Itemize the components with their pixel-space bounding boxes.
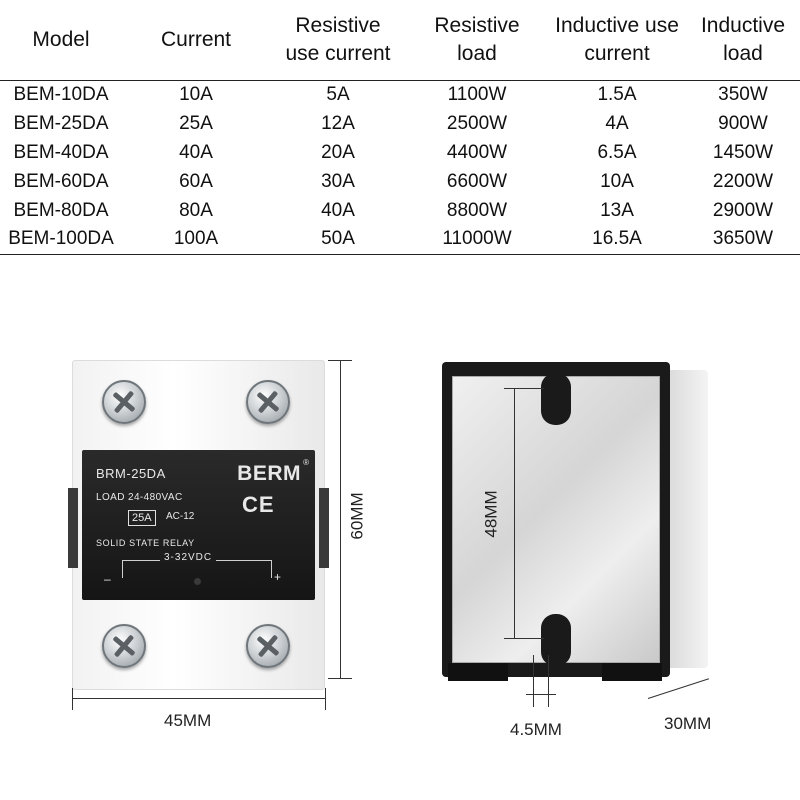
- terminal-screw-icon: [246, 380, 290, 424]
- cell-model: BEM-80DA: [13, 199, 109, 221]
- table-row: BEM-80DA 80A 40A 8800W 13A 2900W: [0, 196, 800, 225]
- cell-inductive-load: 900W: [718, 112, 768, 134]
- dimension-tick: [504, 388, 544, 389]
- cell-inductive-current: 13A: [600, 199, 634, 221]
- cell-resistive-current: 50A: [321, 228, 355, 250]
- mounting-hole-icon: [541, 373, 571, 425]
- relay-sidewall: [664, 370, 708, 668]
- cell-inductive-current: 16.5A: [592, 228, 642, 250]
- cell-current: 80A: [179, 199, 213, 221]
- cell-resistive-load: 6600W: [446, 170, 508, 192]
- header-model: Model: [32, 27, 90, 51]
- cell-resistive-current: 20A: [321, 141, 355, 163]
- indicator-led-icon: [194, 578, 201, 585]
- label-minus: –: [104, 572, 111, 586]
- mounting-tab-left: [68, 488, 78, 568]
- relay-back-view: [442, 362, 708, 681]
- table-row: BEM-10DA 10A 5A 1100W 1.5A 350W: [0, 80, 800, 109]
- cell-inductive-load: 2900W: [712, 199, 774, 221]
- cell-model: BEM-25DA: [13, 112, 109, 134]
- height-dimension: 60MM: [347, 492, 367, 540]
- cell-inductive-current: 4A: [605, 112, 629, 134]
- plate-height-dimension: 48MM: [481, 490, 501, 538]
- cell-inductive-current: 10A: [600, 170, 634, 192]
- cell-resistive-current: 40A: [321, 199, 355, 221]
- cell-current: 100A: [173, 228, 219, 250]
- height-dimension-line: [340, 360, 341, 678]
- cell-model: BEM-60DA: [13, 170, 109, 192]
- label-plus: +: [274, 570, 282, 584]
- hole-dimension-line: [526, 694, 556, 695]
- cell-model: BEM-10DA: [13, 83, 109, 105]
- dimension-tick: [72, 688, 73, 710]
- relay-front-view: BRM-25DA BERM ® LOAD 24-480VAC 25A AC-12…: [68, 360, 329, 690]
- cell-model: BEM-100DA: [8, 228, 114, 250]
- ce-mark-icon: CE: [242, 492, 275, 517]
- cell-inductive-load: 1450W: [712, 141, 774, 163]
- cell-resistive-current: 30A: [321, 170, 355, 192]
- table-row: BEM-40DA 40A 20A 4400W 6.5A 1450W: [0, 138, 800, 167]
- brand-logo: BERM: [237, 462, 301, 485]
- label-model: BRM-25DA: [96, 466, 166, 481]
- label-amps: 25A: [128, 510, 156, 526]
- width-dimension: 45MM: [164, 711, 212, 730]
- plate-height-dimension-line: [514, 388, 515, 638]
- cell-current: 40A: [179, 141, 213, 163]
- cell-resistive-load: 11000W: [442, 228, 512, 250]
- cell-current: 60A: [179, 170, 213, 192]
- mounting-hole-icon: [541, 614, 571, 666]
- dimension-tick: [533, 655, 534, 707]
- heat-sink-plate: [452, 373, 660, 666]
- cell-inductive-load: 350W: [718, 83, 768, 105]
- cell-resistive-current: 12A: [321, 112, 355, 134]
- cell-resistive-load: 1100W: [447, 83, 507, 105]
- table-row: BEM-25DA 25A 12A 2500W 4A 900W: [0, 109, 800, 138]
- table-row: BEM-100DA 100A 50A 11000W 16.5A 3650W: [0, 225, 800, 254]
- relay-foot: [448, 663, 508, 681]
- cell-inductive-load: 3650W: [712, 228, 774, 250]
- label-type: SOLID STATE RELAY: [96, 538, 195, 548]
- dimension-tick: [328, 360, 352, 361]
- hole-dimension: 4.5MM: [510, 720, 562, 739]
- cell-resistive-load: 4400W: [446, 141, 508, 163]
- depth-dimension-line: [647, 678, 710, 699]
- cell-resistive-load: 8800W: [446, 199, 508, 221]
- cell-resistive-load: 2500W: [446, 112, 508, 134]
- label-control-voltage: 3-32VDC: [160, 552, 217, 563]
- cell-inductive-current: 1.5A: [597, 83, 637, 105]
- dimension-tick: [548, 655, 549, 707]
- relay-foot: [602, 663, 662, 681]
- terminal-screw-icon: [246, 624, 290, 668]
- cell-inductive-load: 2200W: [712, 170, 774, 192]
- label-load: LOAD 24-480VAC: [96, 492, 183, 503]
- cell-current: 25A: [179, 112, 213, 134]
- cell-current: 10A: [179, 83, 213, 105]
- dimension-tick: [328, 678, 352, 679]
- mounting-tab-right: [319, 488, 329, 568]
- registered-mark: ®: [303, 458, 309, 467]
- terminal-screw-icon: [102, 380, 146, 424]
- cell-inductive-current: 6.5A: [597, 141, 637, 163]
- label-ac-class: AC-12: [166, 511, 195, 522]
- relay-label: BRM-25DA BERM ® LOAD 24-480VAC 25A AC-12…: [82, 450, 315, 600]
- dimension-tick: [504, 638, 544, 639]
- terminal-screw-icon: [102, 624, 146, 668]
- table-row: BEM-60DA 60A 30A 6600W 10A 2200W: [0, 167, 800, 196]
- cell-model: BEM-40DA: [13, 141, 109, 163]
- width-dimension-line: [72, 698, 325, 699]
- dimension-tick: [325, 688, 326, 710]
- cell-resistive-current: 5A: [326, 83, 350, 105]
- header-current: Current: [160, 27, 232, 51]
- depth-dimension: 30MM: [664, 714, 712, 733]
